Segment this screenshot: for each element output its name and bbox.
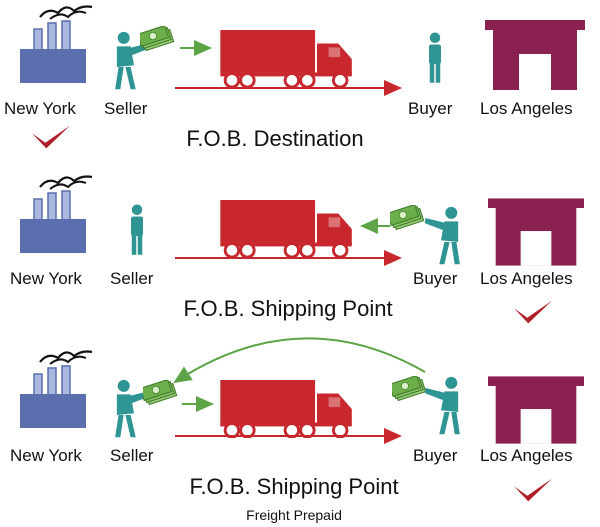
person-icon <box>131 204 143 255</box>
section-title: F.O.B. Shipping Point <box>183 296 392 321</box>
truck-icon <box>218 30 354 88</box>
buyer-label: Buyer <box>413 446 458 465</box>
buyer-label: Buyer <box>408 99 453 118</box>
seller-label: Seller <box>110 269 154 288</box>
section-subtitle: Freight Prepaid <box>246 507 342 523</box>
factory-icon <box>20 350 94 430</box>
origin-label: New York <box>10 446 82 465</box>
truck-icon <box>218 380 354 438</box>
factory-icon <box>20 5 94 85</box>
origin-label: New York <box>4 99 76 118</box>
section-fob-destination: New York Seller Buyer Los Angeles F.O.B.… <box>4 5 585 151</box>
destination-label: Los Angeles <box>480 99 573 118</box>
seller-label: Seller <box>104 99 148 118</box>
money-icon <box>390 205 425 232</box>
section-title: F.O.B. Destination <box>186 126 363 151</box>
check-icon <box>514 478 552 502</box>
buyer-label: Buyer <box>413 269 458 288</box>
seller-label: Seller <box>110 446 154 465</box>
money-icon <box>392 376 427 403</box>
section-fob-shipping-point: New York Seller Buyer Los Angeles F.O.B.… <box>10 175 584 324</box>
destination-label: Los Angeles <box>480 446 573 465</box>
check-icon <box>514 300 552 324</box>
person-icon <box>424 376 460 435</box>
reimbursement-arrow <box>173 337 426 384</box>
destination-label: Los Angeles <box>480 269 573 288</box>
person-icon <box>424 206 460 265</box>
store-icon <box>485 20 585 90</box>
section-fob-shipping-point-prepaid: New York Seller Buyer Los Angeles F.O.B.… <box>10 337 584 523</box>
money-icon <box>143 380 178 407</box>
origin-label: New York <box>10 269 82 288</box>
section-title: F.O.B. Shipping Point <box>189 474 398 499</box>
truck-icon <box>218 200 354 258</box>
store-icon <box>488 376 584 444</box>
person-icon <box>429 32 441 83</box>
factory-icon <box>20 175 94 255</box>
check-icon <box>32 125 70 149</box>
store-icon <box>488 198 584 266</box>
